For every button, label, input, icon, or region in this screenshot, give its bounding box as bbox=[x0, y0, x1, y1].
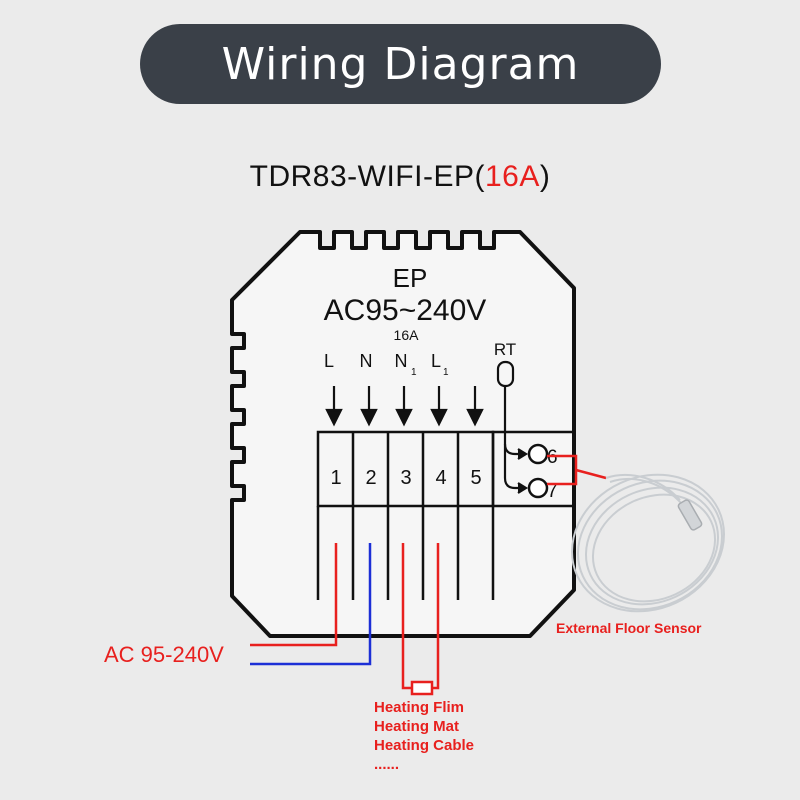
heating-load-item: ...... bbox=[374, 756, 400, 773]
device-label: EP bbox=[393, 263, 428, 293]
arrow-icon-4 bbox=[430, 408, 448, 427]
terminal-label-3: N bbox=[395, 351, 408, 371]
model-close: ) bbox=[539, 160, 551, 193]
model-title: TDR83-WIFI-EP(16A) bbox=[0, 160, 800, 194]
device-voltage: AC95~240V bbox=[324, 294, 487, 327]
terminal-number-4: 4 bbox=[435, 467, 446, 489]
terminal-block bbox=[316, 430, 576, 600]
sensor-probe-icon bbox=[496, 360, 529, 494]
sensor-terminal-7: 7 bbox=[547, 481, 558, 502]
arrow-icon-2 bbox=[360, 408, 378, 427]
sensor-terminals: 6 7 bbox=[527, 443, 558, 502]
terminal-label-4: L bbox=[431, 351, 441, 371]
terminal-label-2: N bbox=[360, 351, 373, 371]
heating-load-item: Heating Flim bbox=[374, 699, 465, 716]
terminal-sub-3: 1 bbox=[411, 367, 417, 378]
ac-supply-label: AC 95-240V bbox=[104, 642, 224, 667]
terminal-number-5: 5 bbox=[470, 467, 481, 489]
terminal-sub-4: 1 bbox=[443, 367, 449, 378]
arrow-icon-5 bbox=[466, 408, 484, 427]
heating-load-wires bbox=[401, 543, 440, 696]
terminal-label-1: L bbox=[324, 351, 334, 371]
floor-sensor-probe-icon bbox=[677, 499, 703, 531]
floor-sensor-label: External Floor Sensor bbox=[556, 620, 702, 636]
terminal-number-3: 3 bbox=[400, 467, 411, 489]
terminal-arrows bbox=[325, 386, 484, 427]
arrow-icon-1 bbox=[325, 408, 343, 427]
sensor-wires bbox=[547, 454, 607, 486]
ac-supply-wires bbox=[250, 543, 372, 666]
neutral-wire bbox=[250, 543, 372, 666]
page-title: Wiring Diagram bbox=[221, 38, 580, 90]
floor-sensor-cable bbox=[571, 473, 725, 613]
terminal-number-2: 2 bbox=[365, 467, 376, 489]
heating-load-item: Heating Cable bbox=[374, 737, 475, 754]
header-banner: Wiring Diagram bbox=[140, 24, 661, 104]
model-rating: 16A bbox=[484, 160, 540, 193]
heating-loads-list: Heating Flim Heating Mat Heating Cable .… bbox=[374, 698, 474, 774]
sensor-terminal-6: 6 bbox=[547, 447, 558, 468]
terminal-number-1: 1 bbox=[330, 467, 341, 489]
device-current: 16A bbox=[394, 327, 420, 343]
live-wire bbox=[250, 543, 338, 647]
heating-load-item: Heating Mat bbox=[374, 718, 460, 735]
model-name: TDR83-WIFI-EP( bbox=[249, 160, 485, 193]
sensor-terminal-label: RT bbox=[494, 340, 516, 359]
arrow-icon-3 bbox=[395, 408, 413, 427]
